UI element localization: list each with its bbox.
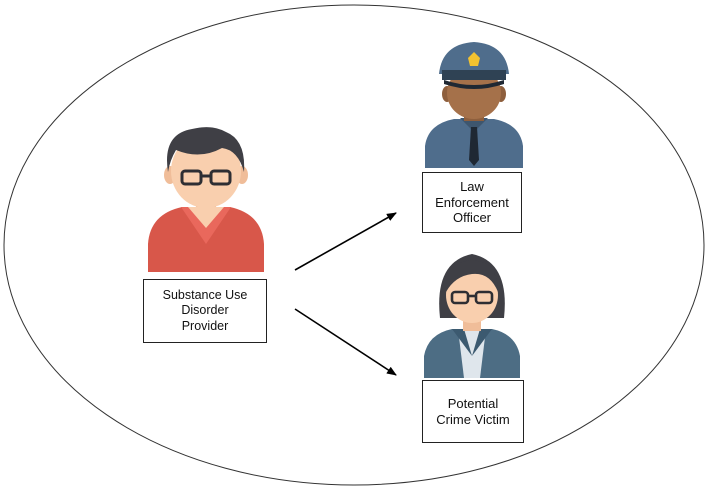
officer-label-line-1: Law (460, 178, 484, 194)
officer-label-line-2: Enforcement (435, 194, 509, 210)
provider-label-line-1: Substance Use (162, 288, 248, 303)
provider-label-line-3: Provider (181, 318, 229, 333)
boundary-ellipse (3, 4, 705, 486)
officer-label-line-3: Officer (452, 210, 492, 226)
person-glasses-red-sweater-icon (148, 127, 264, 272)
provider-label-box: Substance Use Disorder Provider (143, 279, 267, 343)
victim-label-line-1: Potential (447, 395, 499, 411)
arrow-provider-to-victim (294, 308, 397, 376)
woman-glasses-blazer-icon (424, 254, 520, 378)
victim-label-box: Potential Crime Victim (422, 380, 524, 443)
victim-label-line-2: Crime Victim (436, 411, 510, 427)
provider-label-line-2: Disorder (181, 303, 229, 318)
police-officer-icon (425, 42, 523, 168)
officer-label-box: Law Enforcement Officer (422, 172, 522, 233)
arrow-provider-to-officer (294, 212, 397, 271)
